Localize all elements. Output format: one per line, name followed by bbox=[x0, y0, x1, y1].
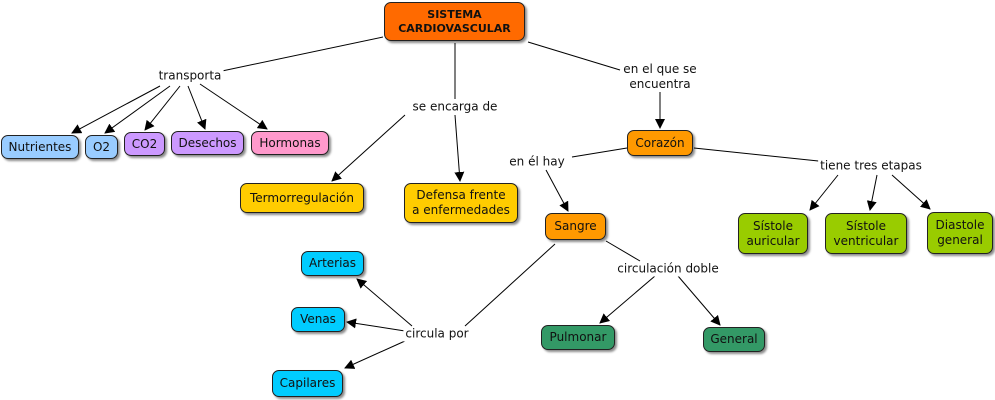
line-corazon-en-el-hay bbox=[571, 147, 628, 158]
arrow-to-arterias bbox=[356, 278, 413, 327]
line-sangre-circula-por bbox=[464, 243, 556, 327]
arrow-to-defensa bbox=[454, 114, 465, 182]
node-venas[interactable]: Venas bbox=[291, 307, 345, 332]
node-termorregulacion[interactable]: Termorregulación bbox=[240, 183, 364, 213]
link-circula-por: circula por bbox=[403, 326, 471, 342]
link-circulacion-doble: circulación doble bbox=[615, 261, 721, 277]
node-sangre[interactable]: Sangre bbox=[545, 213, 606, 240]
node-o2[interactable]: O2 bbox=[85, 135, 118, 159]
link-transporta: transporta bbox=[156, 68, 224, 84]
node-co2[interactable]: CO2 bbox=[124, 132, 165, 156]
arrow-to-pulmonar bbox=[599, 275, 656, 324]
line-root-transporta bbox=[221, 36, 384, 72]
arrow-to-termorregulacion bbox=[331, 114, 406, 182]
link-en-el-que-se-encuentra: en el que se encuentra bbox=[621, 62, 699, 92]
node-desechos[interactable]: Desechos bbox=[171, 131, 244, 155]
node-general[interactable]: General bbox=[703, 327, 765, 352]
arrow-to-nutrientes bbox=[71, 85, 161, 134]
arrow-to-o2 bbox=[104, 85, 171, 134]
line-sangre-circulacion bbox=[605, 240, 641, 262]
node-sistole-auricular[interactable]: Sístole auricular bbox=[738, 213, 808, 254]
arrow-to-hormonas bbox=[199, 83, 268, 130]
arrow-to-venas bbox=[346, 318, 406, 332]
arrow-to-general bbox=[677, 275, 721, 326]
node-corazon[interactable]: Corazón bbox=[627, 130, 693, 156]
node-arterias[interactable]: Arterias bbox=[301, 251, 364, 276]
line-corazon-etapas bbox=[693, 147, 829, 163]
node-pulmonar[interactable]: Pulmonar bbox=[541, 325, 615, 350]
arrow-to-sistole-ventricular bbox=[866, 174, 878, 211]
node-capilares[interactable]: Capilares bbox=[272, 370, 343, 397]
link-en-el-hay: en él hay bbox=[507, 154, 567, 170]
node-nutrientes[interactable]: Nutrientes bbox=[1, 135, 79, 159]
node-sistole-ventricular[interactable]: Sístole ventricular bbox=[825, 213, 907, 254]
node-hormonas[interactable]: Hormonas bbox=[251, 131, 329, 155]
line-root-en-el-que bbox=[527, 41, 621, 71]
arrow-to-diastole bbox=[891, 174, 931, 210]
arrow-to-co2 bbox=[144, 85, 181, 131]
arrow-to-sistole-auricular bbox=[809, 174, 839, 211]
arrow-to-capilares bbox=[344, 340, 406, 369]
link-se-encarga-de: se encarga de bbox=[410, 99, 500, 115]
arrow-to-sangre bbox=[545, 169, 569, 212]
node-defensa[interactable]: Defensa frente a enfermedades bbox=[404, 183, 518, 223]
node-sistema-cardiovascular[interactable]: SISTEMA CARDIOVASCULAR bbox=[384, 2, 525, 41]
link-tiene-tres-etapas: tiene tres etapas bbox=[818, 158, 924, 174]
node-diastole-general[interactable]: Diastole general bbox=[927, 212, 993, 254]
arrow-to-desechos bbox=[187, 85, 207, 130]
